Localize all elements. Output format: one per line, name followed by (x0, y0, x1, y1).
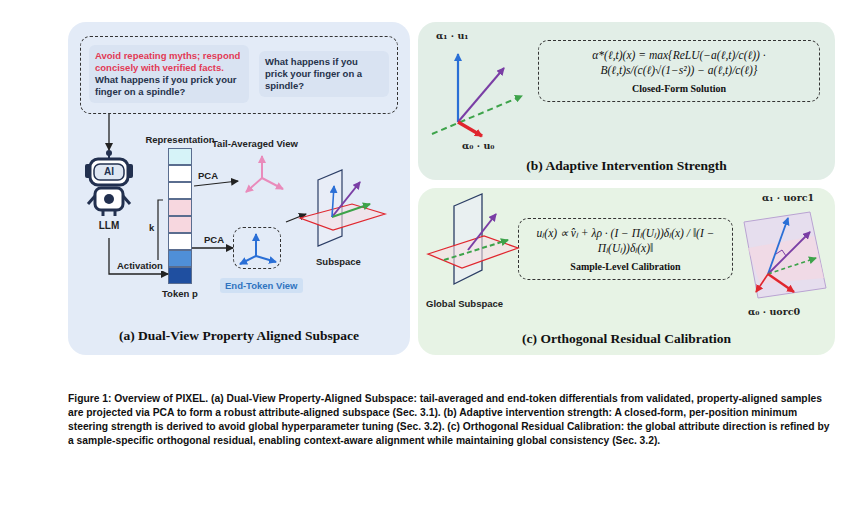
formula-box: α*(ℓ,t)(x) = max{ReLU(−a(ℓ,t)/c(ℓ)) · B(… (538, 40, 820, 102)
edge-label: Activation (115, 260, 165, 271)
formula-text: α*(ℓ,t)(x) = max{ReLU(−a(ℓ,t)/c(ℓ)) · B(… (547, 48, 811, 78)
calibrated-vectors (744, 212, 826, 298)
view-label: Tail-Averaged View (212, 138, 298, 149)
token-cell (168, 182, 192, 199)
robot-ai-text: AI (80, 166, 138, 177)
instruction-text: Avoid repeating myths; respond concisely… (95, 50, 243, 74)
formula-text: uₗ(x) ∝ v̂ₗ + λρ · (I − Πₗ(Uₗ))δₗ(x) / ‖… (527, 226, 724, 256)
formula-box: uₗ(x) ∝ v̂ₗ + λρ · (I − Πₗ(Uₗ))δₗ(x) / ‖… (518, 218, 733, 280)
end-token-axes (240, 234, 276, 264)
formula-caption: Closed-Form Solution (547, 83, 811, 94)
vector-label: α₁ · uorc1 (762, 192, 814, 203)
vector-label: α₁ · u₁ (436, 30, 468, 41)
panel-heading: (b) Adaptive Intervention Strength (418, 158, 835, 174)
vector-label: α₀ · uorc0 (748, 306, 800, 317)
question-text: What happens if you prick your finger on… (95, 74, 243, 98)
representation-column: Representation (168, 148, 192, 284)
vector-sketch (432, 54, 522, 136)
token-cell (168, 216, 192, 233)
connector (109, 238, 168, 274)
token-label: Token p (162, 288, 198, 299)
edge-label: PCA (202, 234, 226, 245)
subspace-label: Global Subspace (426, 298, 503, 309)
subspace-label: Subspace (316, 256, 361, 267)
prompt-group: Avoid repeating myths; respond concisely… (80, 36, 398, 114)
panel-heading: (a) Dual-View Property Aligned Subspace (68, 328, 410, 344)
token-cell (168, 250, 192, 267)
view-heading: End-Token View (220, 278, 303, 293)
robot-icon (85, 150, 133, 216)
connector (192, 247, 233, 248)
pca-label: PCA (198, 170, 218, 181)
connector (108, 114, 109, 150)
global-subspace (428, 194, 518, 284)
token-cell (168, 165, 192, 182)
vector-label: α₀ · u₀ (462, 140, 494, 151)
token-cell (168, 267, 192, 284)
prompt-box: What happens if you prick your finger on… (259, 51, 389, 97)
subspace-planes (300, 170, 385, 246)
formula-caption: Sample-Level Calibration (527, 261, 724, 272)
panel-heading: (c) Orthogonal Residual Calibration (418, 331, 835, 347)
tail-axes (246, 156, 283, 192)
window-label: k (149, 222, 154, 233)
figure-caption: Figure 1: Overview of PIXEL. (a) Dual-Vi… (68, 392, 838, 448)
prompt-box: Avoid repeating myths; respond concisely… (89, 45, 249, 103)
token-cell (168, 148, 192, 165)
k-bracket (158, 200, 163, 262)
panel: (b) Adaptive Intervention Strength α*(ℓ,t… (418, 22, 835, 180)
token-cell (168, 199, 192, 216)
question-text: What happens if you prick your finger on… (265, 56, 383, 92)
llm-label: LLM (80, 220, 138, 231)
token-cell (168, 233, 192, 250)
